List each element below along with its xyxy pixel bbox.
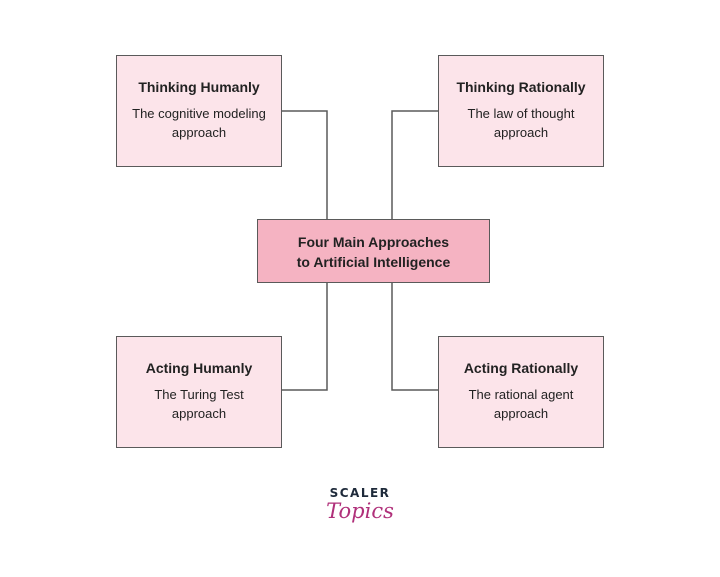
box-thinking-humanly: Thinking Humanly The cognitive modeling … xyxy=(116,55,282,167)
box-acting-rationally: Acting Rationally The rational agent app… xyxy=(438,336,604,448)
box-description: The rational agent approach xyxy=(468,387,574,421)
box-title: Thinking Humanly xyxy=(138,79,260,95)
scaler-topics-logo: SCALER Topics xyxy=(300,486,420,536)
connector-thinking-humanly xyxy=(282,110,328,219)
box-description: The law of thought approach xyxy=(467,106,575,140)
box-title: Acting Rationally xyxy=(463,360,579,376)
box-title: Thinking Rationally xyxy=(456,79,586,95)
logo-product: Topics xyxy=(326,499,394,523)
connector-acting-humanly xyxy=(282,283,328,391)
box-title: Acting Humanly xyxy=(145,360,253,376)
center-title-line-1: Four Main Approaches xyxy=(297,234,450,250)
box-description: The cognitive modeling approach xyxy=(132,106,266,140)
connector-thinking-rationally xyxy=(391,110,438,219)
box-description: The Turing Test approach xyxy=(154,387,244,421)
center-box: Four Main Approaches to Artificial Intel… xyxy=(257,219,490,283)
center-title-line-2: to Artificial Intelligence xyxy=(296,254,451,270)
logo-brand: SCALER xyxy=(329,486,391,500)
connector-acting-rationally xyxy=(391,283,438,391)
box-thinking-rationally: Thinking Rationally The law of thought a… xyxy=(438,55,604,167)
box-acting-humanly: Acting Humanly The Turing Test approach xyxy=(116,336,282,448)
